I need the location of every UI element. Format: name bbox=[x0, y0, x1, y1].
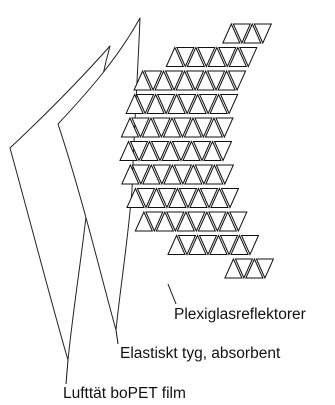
film-label: Lufttät boPET film bbox=[63, 386, 186, 402]
reflectors-label: Plexiglasreflektorer bbox=[174, 307, 306, 323]
film-callout-line bbox=[66, 360, 68, 384]
fabric-label: Elastiskt tyg, absorbent bbox=[120, 346, 280, 362]
reflector-callout-line bbox=[168, 284, 176, 304]
fabric-callout-line bbox=[116, 330, 118, 344]
plexiglass-reflector-grid bbox=[120, 24, 273, 278]
